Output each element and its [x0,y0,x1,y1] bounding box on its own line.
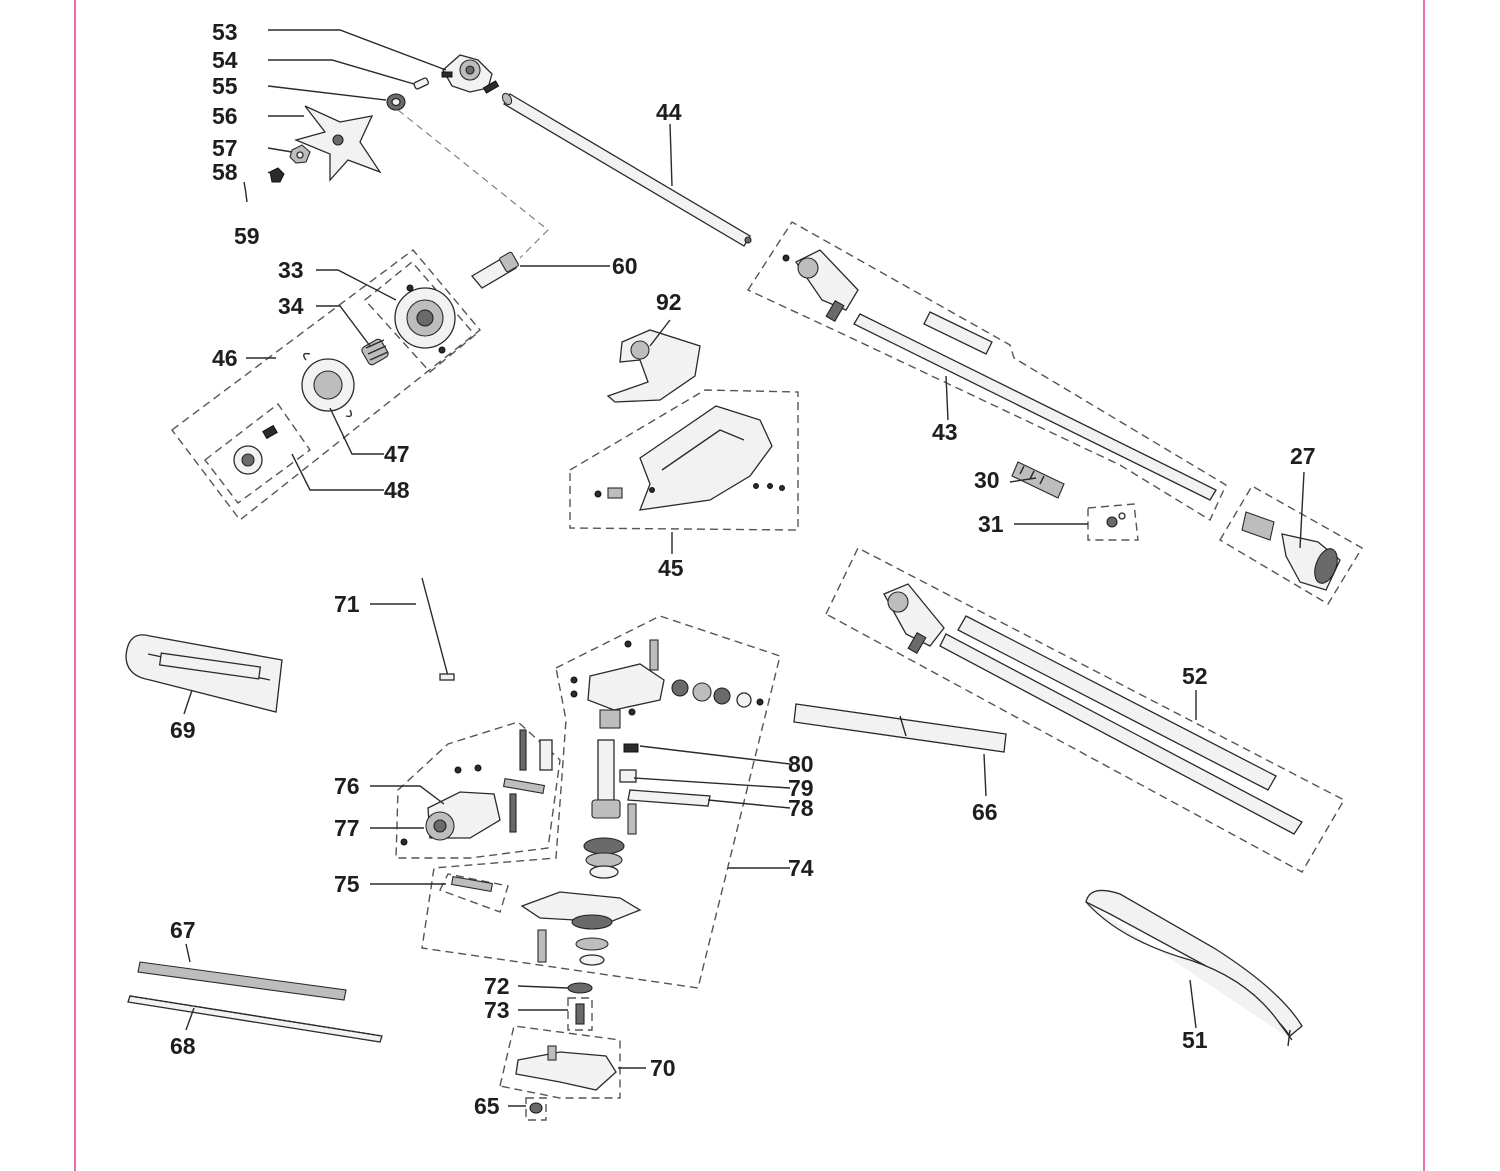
label-56: 56 [212,103,238,129]
part-68-chain [127,995,383,1043]
part-71-rod [421,577,455,681]
part-80-79-78-pieces [619,679,764,835]
label-44: 44 [656,99,682,125]
label-67: 67 [170,917,196,943]
label-66: 66 [972,799,998,825]
label-55: 55 [212,73,238,99]
part-74-gearbox [520,639,665,966]
centerline-head [397,109,549,259]
label-47: 47 [384,441,410,467]
label-70: 70 [650,1055,676,1081]
group-box-65 [525,1097,547,1121]
part-54-bolt [413,77,430,90]
label-52: 52 [1182,663,1208,689]
label-46: 46 [212,345,238,371]
part-65-nut [529,1102,543,1114]
part-75-bolt [450,875,494,893]
part-34-spring [361,338,389,366]
part-69-chain-guard [125,634,283,713]
group-box-48 [204,402,311,504]
label-79: 79 [788,775,814,801]
group-box-27 [1219,485,1363,605]
part-57-nut [289,144,311,164]
part-48-knob [233,424,278,475]
part-33-housing [394,284,456,354]
group-box-73 [567,997,593,1031]
label-30: 30 [974,467,1000,493]
group-box-52 [825,547,1345,873]
part-92-guard [606,329,701,403]
group-box-76 [395,721,561,859]
part-72-washer [567,982,593,994]
label-33: 33 [278,257,304,283]
label-69: 69 [170,717,196,743]
part-58-nut [269,167,285,183]
group-box-43 [746,221,1227,522]
label-51: 51 [1182,1027,1208,1053]
label-76: 76 [334,773,360,799]
part-43-coupler [782,249,859,323]
label-78: 78 [788,795,814,821]
part-59-pin [243,181,248,203]
label-72: 72 [484,973,510,999]
label-43: 43 [932,419,958,445]
part-52-coupler [883,583,945,655]
label-77: 77 [334,815,360,841]
label-31: 31 [978,511,1004,537]
label-75: 75 [334,871,360,897]
part-55-washer [386,93,406,111]
label-57: 57 [212,135,238,161]
part-73-bolt [575,1003,585,1025]
label-27: 27 [1290,443,1316,469]
part-44-drive-shaft [501,92,752,247]
label-54: 54 [212,47,238,73]
label-68: 68 [170,1033,196,1059]
part-67-bar [137,961,347,1001]
part-51-strap [1085,889,1303,1047]
part-number-labels: 53 54 55 56 57 58 59 44 60 33 34 46 47 4… [170,19,1316,1119]
part-66-shaft [793,703,1007,753]
part-76-77-motor [400,729,553,846]
group-box-70 [499,1025,621,1099]
group-box-45 [569,389,799,531]
part-53-gear-head [441,54,500,94]
leader-lines [183,29,1305,1107]
label-45: 45 [658,555,684,581]
group-box-75 [439,873,509,913]
label-71: 71 [334,591,360,617]
label-74: 74 [788,855,814,881]
label-73: 73 [484,997,510,1023]
part-30-grip [1011,461,1065,499]
part-60-adapter [471,251,519,289]
label-65: 65 [474,1093,500,1119]
label-92: 92 [656,289,682,315]
label-58: 58 [212,159,238,185]
label-80: 80 [788,751,814,777]
group-box-46 [171,249,481,521]
part-56-blade [293,105,382,182]
label-60: 60 [612,253,638,279]
group-box-33 [363,261,476,373]
part-31-clip [1106,512,1126,528]
part-27-cap [1241,511,1341,591]
label-59: 59 [234,223,260,249]
part-70-shoe [515,1045,617,1091]
label-48: 48 [384,477,410,503]
group-box-31 [1087,503,1139,541]
part-45-guard [594,405,785,511]
label-34: 34 [278,293,304,319]
part-52-tube [939,615,1303,835]
part-43-tube [853,311,1217,501]
label-53: 53 [212,19,238,45]
part-47-spool [301,352,355,418]
group-box-74 [421,615,781,989]
